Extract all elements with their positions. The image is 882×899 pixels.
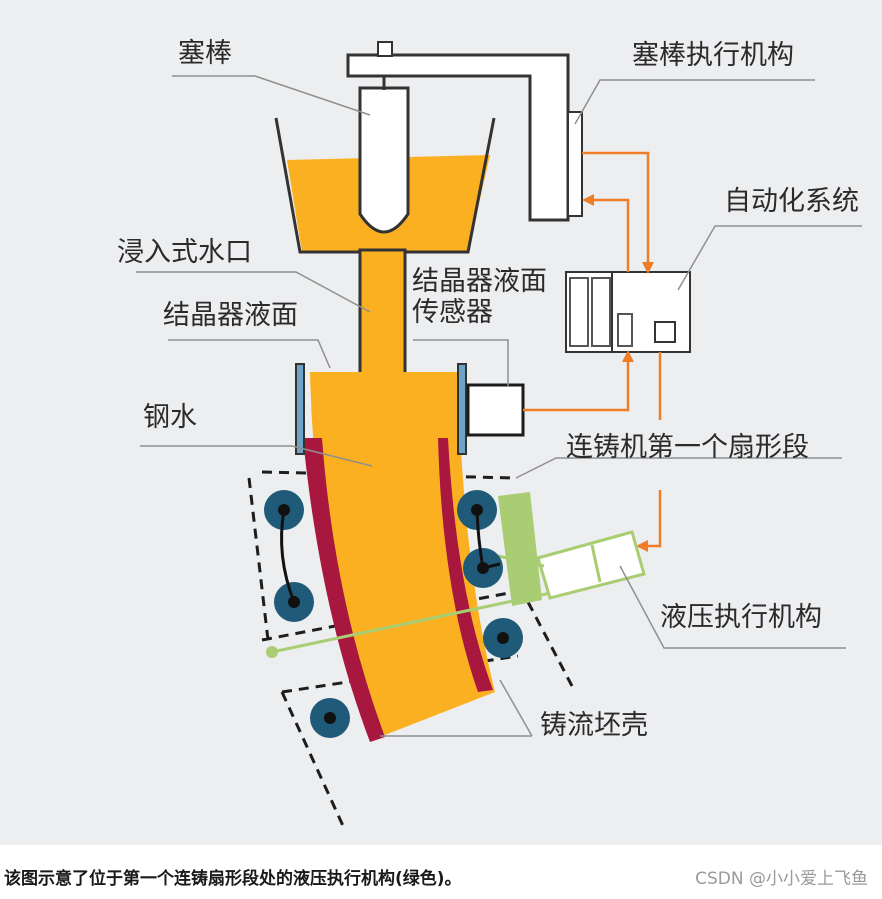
hydraulic-actuator — [536, 530, 646, 600]
submerged-nozzle — [358, 248, 407, 388]
strand-shell-right — [438, 438, 493, 692]
signal-automation-to-stopper — [592, 198, 630, 272]
tundish — [274, 117, 496, 254]
stopper-rod — [358, 86, 410, 234]
figure-caption: 该图示意了位于第一个连铸扇形段处的液压执行机构(绿色)。 — [4, 869, 462, 889]
leader-lines — [136, 75, 862, 737]
strand-shell-left — [303, 438, 385, 742]
label-first-segment: 连铸机第一个扇形段 — [566, 432, 809, 463]
label-mold-level: 结晶器液面 — [163, 300, 298, 331]
automation-system — [565, 271, 691, 353]
mold-level-sensor — [466, 383, 525, 437]
label-stopper-actuator: 塞棒执行机构 — [632, 40, 794, 71]
signal-automation-to-hydraulic — [646, 352, 662, 548]
label-submerged-nozzle: 浸入式水口 — [117, 237, 252, 268]
signal-sensor-to-automation — [523, 358, 630, 412]
signal-stopper-to-automation — [582, 151, 650, 266]
mold-wall-right — [457, 363, 467, 455]
mold-wall-left — [295, 363, 305, 455]
hydraulic-clamp — [498, 492, 542, 606]
label-molten-steel: 钢水 — [143, 402, 197, 433]
stopper-actuator-box — [567, 111, 583, 217]
label-strand-shell: 铸流坯壳 — [540, 710, 648, 741]
stopper-actuator-arm — [346, 53, 570, 222]
label-mold-level-sensor: 结晶器液面 传感器 — [412, 266, 547, 329]
label-stopper-rod: 塞棒 — [178, 38, 232, 69]
continuous-casting-diagram — [136, 41, 862, 829]
label-hydraulic-actuator: 液压执行机构 — [660, 602, 822, 633]
stopper-pin — [377, 41, 393, 57]
label-automation-system: 自动化系统 — [724, 186, 859, 217]
watermark: CSDN @小小爱上飞鱼 — [695, 869, 868, 889]
